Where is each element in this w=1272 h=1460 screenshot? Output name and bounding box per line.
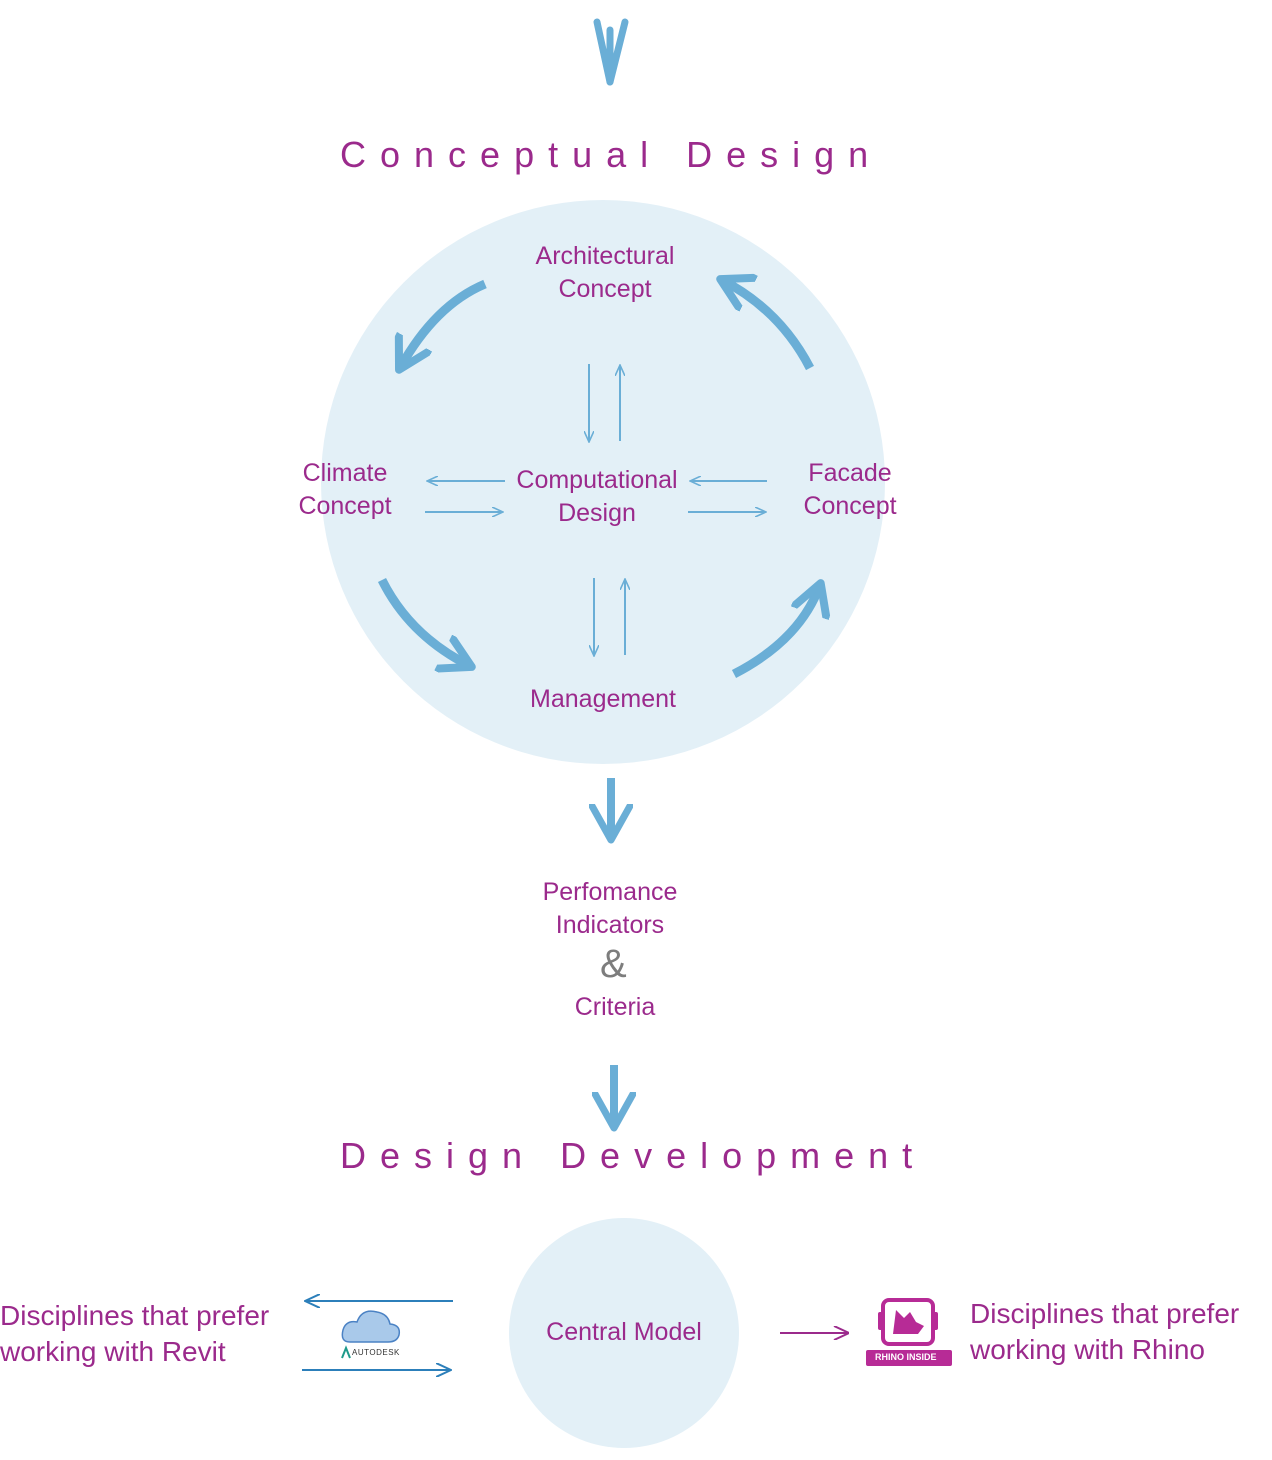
climate-concept-line2: Concept — [298, 491, 392, 520]
conceptual-design-heading: Conceptual Design — [340, 134, 883, 175]
central-model-circle — [509, 1218, 739, 1448]
facade-concept-line1: Facade — [808, 459, 892, 487]
facade-concept-line2: Concept — [803, 491, 897, 520]
rhino-disciplines-label: Disciplines that prefer working with Rhi… — [970, 1296, 1239, 1367]
revit-line2: working with Revit — [0, 1335, 226, 1367]
architectural-concept-line2: Concept — [558, 274, 652, 303]
performance-line2: Indicators — [555, 911, 665, 939]
architectural-concept-label: Architectural Concept — [505, 240, 705, 305]
computational-design-line1: Computational — [516, 466, 678, 494]
facade-concept-label: Facade Concept — [780, 457, 920, 522]
rhino-line2: working with Rhino — [970, 1333, 1205, 1365]
flow-arrow-top — [593, 18, 629, 86]
design-development-heading: Design Development — [340, 1135, 927, 1176]
concept-circle — [321, 200, 885, 764]
performance-line1: Perfomance — [542, 878, 678, 906]
autodesk-logo-text: AUTODESK — [352, 1348, 400, 1357]
architectural-concept-line1: Architectural — [535, 242, 675, 270]
cycle-arrow-architectural-to-climate — [400, 279, 487, 368]
management-label: Management — [530, 685, 676, 713]
computational-design-line2: Design — [558, 498, 636, 527]
climate-concept-label: Climate Concept — [275, 457, 415, 522]
computational-design-label: Computational Design — [497, 464, 697, 529]
cycle-arrow-facade-to-architectural — [722, 280, 814, 371]
cloud-icon — [341, 1310, 401, 1359]
rhino-icon — [866, 1298, 952, 1366]
central-model-label: Central Model — [546, 1318, 702, 1346]
climate-concept-line1: Climate — [302, 459, 388, 487]
cycle-arrow-climate-to-management — [377, 577, 470, 666]
rhino-inside-logo-text: RHINO INSIDE — [875, 1352, 937, 1362]
rhino-line1: Disciplines that prefer — [970, 1298, 1240, 1329]
performance-line3: Criteria — [574, 993, 656, 1021]
revit-disciplines-label: Disciplines that prefer working with Rev… — [0, 1298, 269, 1369]
ampersand: & — [600, 942, 627, 986]
cycle-arrow-management-to-facade — [731, 585, 820, 678]
revit-line1: Disciplines that prefer — [0, 1300, 270, 1331]
